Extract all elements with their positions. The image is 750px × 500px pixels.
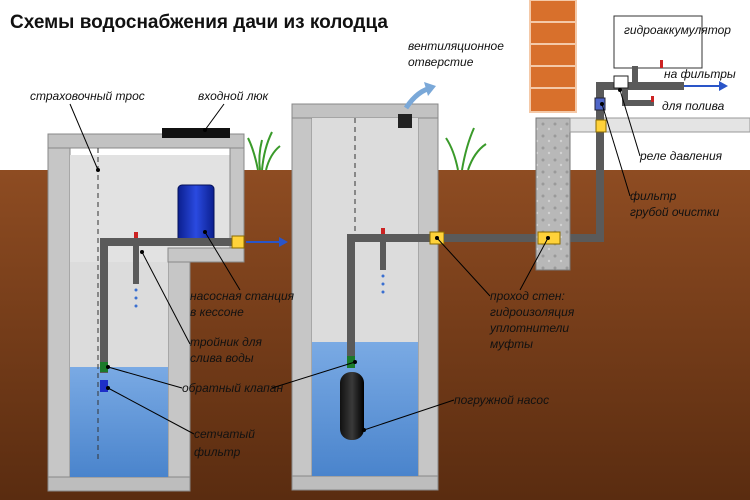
grass-left xyxy=(247,131,281,171)
label-pump-station-2: в кессоне xyxy=(190,305,244,319)
mesh-filter xyxy=(100,380,108,392)
vent-hole xyxy=(398,114,412,128)
label-vent-1: вентиляционное xyxy=(408,39,504,53)
label-wall-passage-2: гидроизоляция xyxy=(490,305,575,319)
foundation xyxy=(535,117,571,271)
label-safety-rope: страховочный трос xyxy=(30,89,145,103)
label-mesh-filter-2: фильтр xyxy=(194,445,241,459)
grass-middle xyxy=(445,127,487,171)
label-tee-1: тройник для xyxy=(190,335,263,349)
label-wall-passage-1: проход стен: xyxy=(490,289,565,303)
left-well-water xyxy=(70,367,168,477)
submersible-pump xyxy=(340,372,364,440)
pump-station xyxy=(177,184,215,244)
middle-well xyxy=(291,82,445,491)
label-hatch: входной люк xyxy=(198,89,270,103)
left-well xyxy=(47,128,288,492)
supply-pipe xyxy=(444,234,602,242)
middle-check-valve xyxy=(347,356,355,368)
label-check-valve: обратный клапан xyxy=(182,381,283,395)
label-coarse-filter-1: фильтр xyxy=(630,189,677,203)
pressure-relay xyxy=(613,75,629,89)
label-accumulator: гидроаккумулятор xyxy=(624,23,731,37)
label-mesh-filter-1: сетчатый xyxy=(194,427,255,441)
label-for-watering: для полива xyxy=(662,99,725,113)
diagram-title: Схемы водоснабжения дачи из колодца xyxy=(10,12,388,33)
middle-well-water xyxy=(312,342,418,476)
labels: страховочный трос входной люк вентиляцио… xyxy=(30,23,736,459)
brick-wall xyxy=(529,0,577,113)
label-submersible-pump: погружной насос xyxy=(454,393,549,407)
label-coarse-filter-2: грубой очистки xyxy=(630,205,720,219)
label-to-filters: на фильтры xyxy=(664,67,736,81)
label-tee-2: слива воды xyxy=(190,351,254,365)
house xyxy=(529,0,750,271)
label-pressure-relay: реле давления xyxy=(639,149,723,163)
label-wall-passage-4: муфты xyxy=(490,337,533,351)
left-check-valve xyxy=(100,362,108,372)
label-vent-2: отверстие xyxy=(408,55,474,69)
accumulator-tank xyxy=(613,15,703,69)
label-wall-passage-3: уплотнители xyxy=(489,321,569,335)
label-pump-station-1: насосная станция xyxy=(190,289,295,303)
hatch xyxy=(162,128,230,138)
